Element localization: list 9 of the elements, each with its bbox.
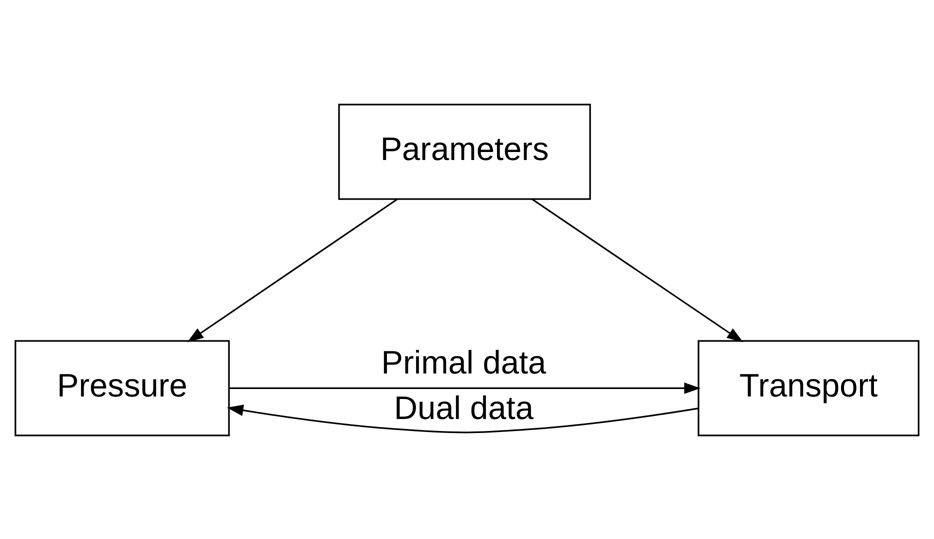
arrow [227, 404, 698, 433]
node-box: Pressure [14, 340, 230, 436]
edge-label: Primal data [381, 343, 546, 380]
arrow [229, 382, 701, 394]
arrow [532, 198, 744, 342]
node-box: Parameters [338, 103, 591, 200]
arrow [187, 198, 398, 342]
edge-label: Dual data [394, 388, 534, 426]
node-box: Transport [698, 340, 920, 436]
